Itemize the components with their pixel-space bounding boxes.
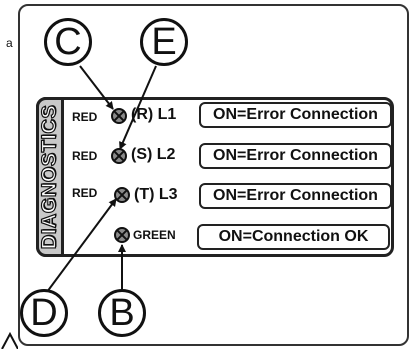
led-l1-icon bbox=[111, 108, 127, 124]
phase-label-l2: (S) L2 bbox=[131, 146, 176, 163]
leader-e bbox=[119, 65, 157, 150]
led-connection-ok-icon bbox=[114, 227, 130, 243]
cropped-edge-text: a bbox=[6, 36, 13, 50]
status-box-l3: ON=Error Connection bbox=[199, 183, 392, 209]
diagnostics-label-strip bbox=[36, 97, 64, 257]
callout-c: C bbox=[44, 18, 92, 66]
phase-label-l1: (R) L1 bbox=[131, 106, 177, 123]
status-box-connection-ok: ON=Connection OK bbox=[197, 224, 390, 250]
callout-b: B bbox=[98, 289, 146, 337]
led-l3-icon bbox=[114, 187, 130, 203]
leader-c bbox=[79, 65, 114, 110]
cropped-warning-triangle bbox=[1, 331, 18, 349]
led-color-label-l3: RED bbox=[72, 186, 98, 200]
led-l2-icon bbox=[111, 148, 127, 164]
leader-d bbox=[43, 198, 117, 297]
led-color-label-l1: RED bbox=[72, 110, 98, 124]
callout-d: D bbox=[20, 289, 68, 337]
led-color-label-l2: RED bbox=[72, 149, 98, 163]
status-box-l2: ON=Error Connection bbox=[199, 143, 392, 169]
callout-e: E bbox=[140, 18, 188, 66]
status-box-l1: ON=Error Connection bbox=[199, 102, 392, 128]
phase-label-l3: (T) L3 bbox=[134, 186, 178, 203]
led-color-label-ok: GREEN bbox=[133, 228, 176, 242]
